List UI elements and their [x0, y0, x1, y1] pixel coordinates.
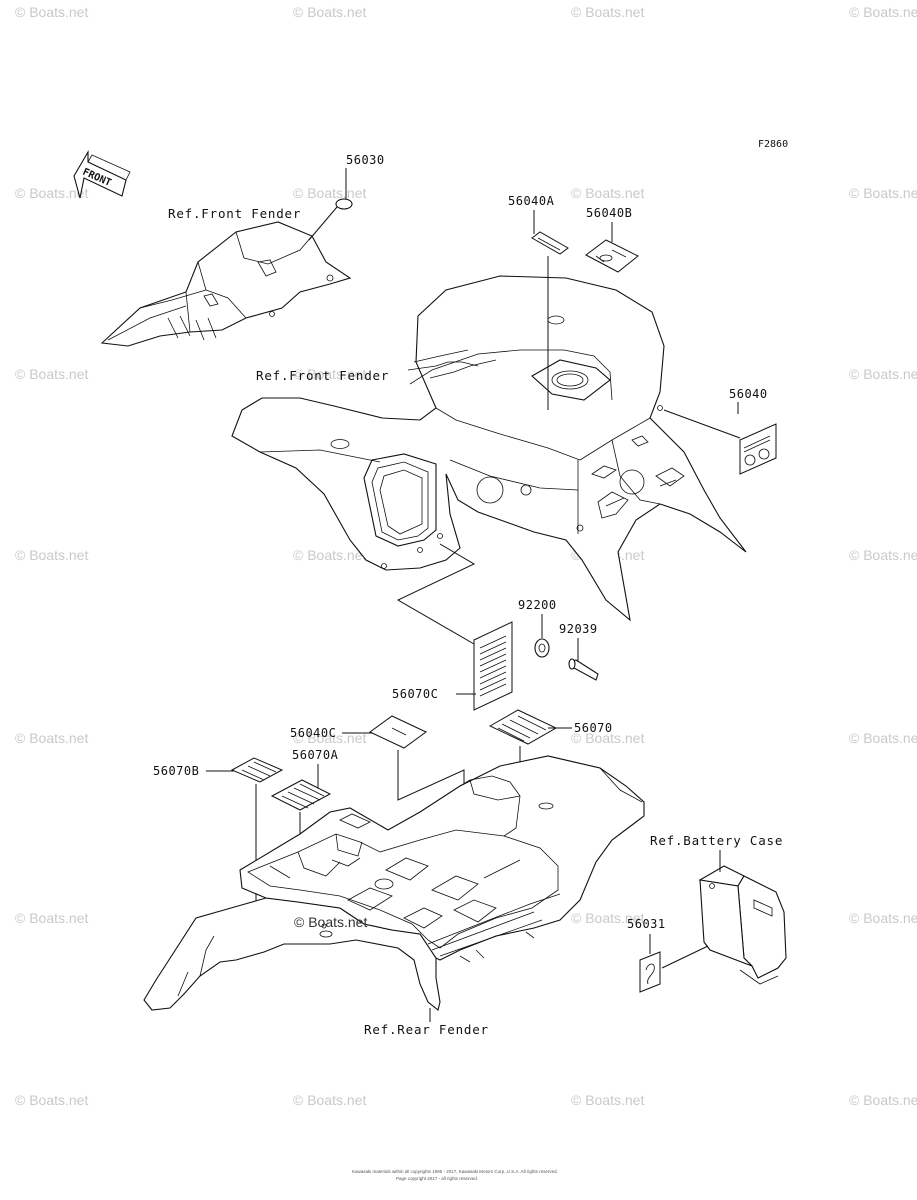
decal-56040 [739, 423, 777, 475]
watermark: © Boats.net [15, 366, 88, 382]
decal-56070A [270, 779, 332, 811]
watermark: © Boats.net [15, 730, 88, 746]
watermark: © Boats.net [849, 1092, 917, 1108]
part-56030: 56030 [346, 153, 385, 167]
part-92200: 92200 [518, 598, 557, 612]
part-56040B: 56040B [586, 206, 632, 220]
part-56070: 56070 [574, 721, 613, 735]
center-watermark: © Boats.net [294, 914, 367, 930]
rear-fender-drawing [143, 755, 645, 1011]
ref-front-fender-mid: Ref.Front Fender [256, 368, 389, 383]
watermark: © Boats.net [571, 4, 644, 20]
ring-56030 [335, 198, 353, 210]
watermark: © Boats.net [571, 730, 644, 746]
part-56040A: 56040A [508, 194, 555, 208]
decal-56040B [585, 239, 639, 273]
watermark: © Boats.net [571, 1092, 644, 1108]
watermark: © Boats.net [15, 4, 88, 20]
decal-56070 [488, 709, 558, 745]
leader-line [661, 945, 709, 969]
part-56040C: 56040C [290, 726, 336, 740]
watermark: © Boats.net [849, 910, 917, 926]
ref-battery-case: Ref.Battery Case [650, 833, 783, 848]
watermark: © Boats.net [849, 730, 917, 746]
watermark: © Boats.net [15, 185, 88, 201]
front-fender-small-drawing [100, 221, 352, 347]
part-56070A: 56070A [292, 748, 339, 762]
watermark: © Boats.net [293, 4, 366, 20]
leader-line [396, 543, 476, 645]
ref-rear-fender: Ref.Rear Fender [364, 1022, 489, 1037]
decal-56031 [639, 951, 661, 993]
watermark: © Boats.net [293, 366, 366, 382]
battery-case-drawing [698, 865, 787, 985]
watermark: © Boats.net [293, 185, 366, 201]
copyright-line-1: Kawasaki materials within all copyrights… [352, 1169, 558, 1174]
watermark: © Boats.net [571, 185, 644, 201]
watermark: © Boats.net [293, 1092, 366, 1108]
part-56031: 56031 [627, 917, 666, 931]
decal-56040A [531, 231, 569, 255]
watermark: © Boats.net [849, 4, 917, 20]
ref-front-fender-top: Ref.Front Fender [168, 206, 301, 221]
watermark: © Boats.net [15, 547, 88, 563]
watermark: © Boats.net [293, 547, 366, 563]
copyright-line-2: Page copyright 2017 - all rights reserve… [396, 1176, 478, 1181]
figure-code: F2860 [758, 139, 788, 150]
part-56040: 56040 [729, 387, 768, 401]
watermark: © Boats.net [15, 1092, 88, 1108]
part-56070C: 56070C [392, 687, 438, 701]
pin-92039 [568, 658, 599, 681]
part-56070B: 56070B [153, 764, 199, 778]
leader-line [308, 206, 338, 241]
watermark: © Boats.net [849, 185, 917, 201]
watermark: © Boats.net [293, 730, 366, 746]
washer-92200 [534, 638, 550, 658]
watermark: © Boats.net [849, 547, 917, 563]
leader-line [663, 409, 741, 439]
front-fender-main-drawing [231, 275, 747, 622]
watermark: © Boats.net [849, 366, 917, 382]
part-92039: 92039 [559, 622, 598, 636]
decal-56040C [369, 715, 427, 749]
watermark: © Boats.net [15, 910, 88, 926]
watermark: © Boats.net [571, 910, 644, 926]
